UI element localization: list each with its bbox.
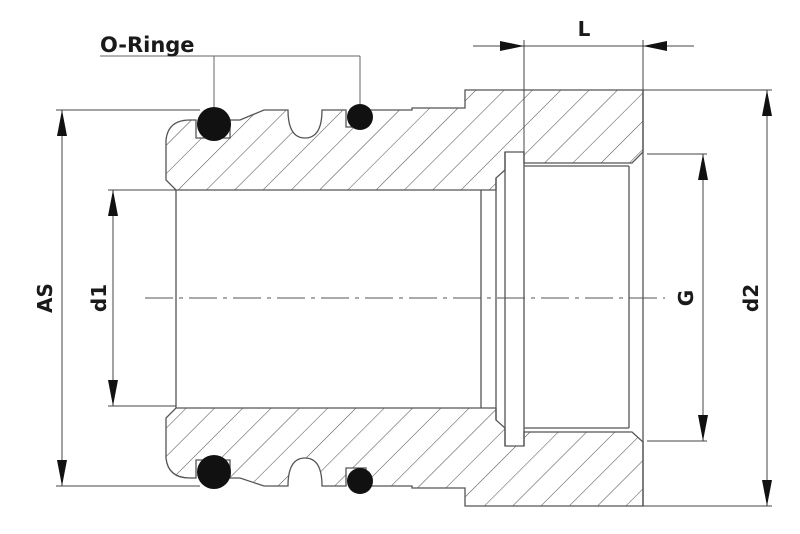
- dimension-L: [473, 40, 694, 152]
- dimension-AS-label: AS: [33, 283, 57, 313]
- o-ring-bottom-right: [347, 468, 373, 494]
- o-ring-top-right: [347, 104, 373, 130]
- inner-bore: [175, 90, 644, 506]
- body-section-bottom: [165, 407, 644, 507]
- dimension-G: [647, 153, 708, 442]
- dimension-d2-label: d2: [739, 284, 763, 312]
- dimension-G-label: G: [674, 290, 698, 306]
- dimension-d1: [108, 189, 176, 407]
- dimension-d1-label: d1: [87, 284, 111, 312]
- body-section-top: [165, 89, 644, 191]
- o-ring-top-left: [197, 107, 231, 141]
- dimension-L-label: L: [578, 17, 591, 41]
- o-ring-leader: [100, 55, 361, 110]
- o-ring-bottom-left: [197, 455, 231, 489]
- dimension-AS: [56, 109, 200, 487]
- o-ring-label: O-Ringe: [100, 33, 195, 57]
- dimension-d2: [643, 89, 772, 507]
